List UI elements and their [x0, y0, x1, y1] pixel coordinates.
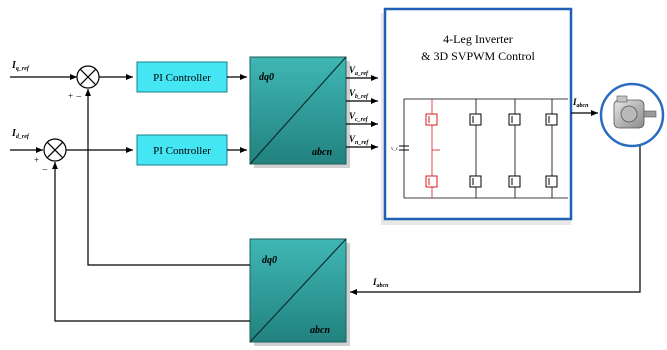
vn-ref-label: Vn_ref [349, 134, 369, 146]
inverter-leg-1 [425, 99, 440, 198]
inverter-block: 4-Leg Inverter & 3D SVPWM Control v_c [381, 7, 573, 225]
dc-capacitor-icon [399, 145, 409, 151]
pi-controller-top: PI Controller [136, 61, 228, 93]
motor-icon [599, 82, 665, 148]
sign-minus-d: − [42, 165, 48, 176]
va-ref-label: Va_ref [349, 65, 369, 77]
iq-ref-label: Iq_ref [11, 60, 30, 72]
pi-controller-top-label: PI Controller [153, 72, 211, 84]
id-ref-label: Id_ref [11, 128, 30, 140]
vb-ref-label: Vb_ref [349, 88, 369, 100]
iabcn-feedback-label: Iabcn [372, 277, 389, 289]
sum-junction-q [76, 65, 100, 89]
feedback-d-line [52, 162, 250, 322]
transform-feedback-top-label: dq0 [262, 255, 277, 266]
inverter-leg-2 [469, 99, 482, 198]
sign-minus-q: − [76, 92, 82, 103]
vc-ref-label: Vc_ref [349, 111, 369, 123]
sum-junction-d [43, 138, 67, 162]
inverter-title-line2: & 3D SVPWM Control [421, 49, 535, 63]
feedback-q-line [85, 89, 250, 266]
transform-abcn-to-dq0: dq0 abcn [249, 238, 350, 346]
pi-controller-bottom-label: PI Controller [153, 145, 211, 157]
transform-feedback-bottom-label: abcn [310, 325, 330, 336]
motor-feedback-line [350, 146, 641, 295]
pi-controller-bottom: PI Controller [136, 134, 228, 166]
iabcn-output-label: Iabcn [572, 97, 589, 109]
inverter-title-line1: 4-Leg Inverter [443, 32, 513, 46]
sign-plus-d: + [34, 155, 39, 165]
inverter-leg-3 [508, 99, 521, 198]
transform-dq0-to-abcn: dq0 abcn [249, 56, 350, 168]
inverter-leg-4 [545, 99, 558, 198]
transform-forward-bottom-label: abcn [312, 147, 332, 158]
transform-forward-top-label: dq0 [259, 72, 274, 83]
dc-voltage-label: v_c [391, 147, 399, 152]
sign-plus-q: + [68, 91, 73, 101]
